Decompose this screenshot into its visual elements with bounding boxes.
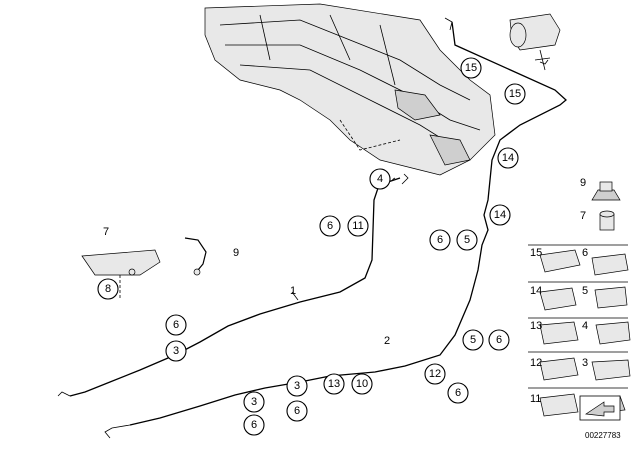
parts-list-12: 12 xyxy=(530,357,542,369)
callout-6: 6 xyxy=(447,382,469,404)
clip-thumbnails xyxy=(539,249,631,417)
svg-text:6: 6 xyxy=(437,234,443,246)
label-9: 9 xyxy=(233,247,239,259)
callout-6: 6 xyxy=(429,229,451,251)
callout-6: 6 xyxy=(319,215,341,237)
svg-text:6: 6 xyxy=(173,319,179,331)
svg-text:6: 6 xyxy=(251,419,257,431)
callout-14: 14 xyxy=(497,147,519,169)
svg-text:5: 5 xyxy=(470,334,476,346)
svg-text:14: 14 xyxy=(502,152,514,164)
svg-text:14: 14 xyxy=(494,209,506,221)
svg-text:6: 6 xyxy=(327,220,333,232)
callout-6: 6 xyxy=(165,314,187,336)
svg-text:6: 6 xyxy=(496,334,502,346)
svg-text:8: 8 xyxy=(105,283,111,295)
parts-list-9: 9 xyxy=(580,177,586,189)
parts-list-5: 5 xyxy=(582,285,588,297)
parts-list-6: 6 xyxy=(582,247,588,259)
callout-10: 10 xyxy=(351,373,373,395)
callout-8: 8 xyxy=(97,278,119,300)
callout-15: 15 xyxy=(460,57,482,79)
parts-list-13: 13 xyxy=(530,320,542,332)
canister-illustration xyxy=(509,13,561,71)
callout-11: 11 xyxy=(347,215,369,237)
svg-text:3: 3 xyxy=(251,396,257,408)
cap-7-illustration xyxy=(599,210,615,231)
label-7: 7 xyxy=(103,226,109,238)
callout-4: 4 xyxy=(369,168,391,190)
grommet-9-illustration xyxy=(591,181,621,201)
callout-3: 3 xyxy=(243,391,265,413)
callout-3: 3 xyxy=(286,375,308,397)
svg-text:11: 11 xyxy=(352,220,363,232)
parts-list-4: 4 xyxy=(582,320,588,332)
callout-12: 12 xyxy=(424,363,446,385)
callout-13: 13 xyxy=(323,373,345,395)
parts-list-3: 3 xyxy=(582,357,588,369)
callout-6: 6 xyxy=(286,400,308,422)
label-1: 1 xyxy=(290,285,296,297)
svg-text:15: 15 xyxy=(465,62,477,74)
svg-text:15: 15 xyxy=(509,88,521,100)
arrow-icon xyxy=(579,395,621,421)
svg-text:13: 13 xyxy=(328,378,340,390)
callout-6: 6 xyxy=(488,329,510,351)
callout-15: 15 xyxy=(504,83,526,105)
parts-list-14: 14 xyxy=(530,285,542,297)
svg-text:12: 12 xyxy=(429,368,441,380)
callout-6: 6 xyxy=(243,414,265,436)
svg-text:3: 3 xyxy=(294,380,300,392)
callout-5: 5 xyxy=(456,229,478,251)
parts-list-7: 7 xyxy=(580,210,586,222)
svg-text:10: 10 xyxy=(356,378,368,390)
parts-list-11: 11 xyxy=(530,393,541,405)
svg-text:3: 3 xyxy=(173,345,179,357)
svg-text:5: 5 xyxy=(464,234,470,246)
callout-3: 3 xyxy=(165,340,187,362)
label-2: 2 xyxy=(384,335,390,347)
heat-shield-illustration xyxy=(81,249,161,300)
callout-14: 14 xyxy=(489,204,511,226)
callout-5: 5 xyxy=(462,329,484,351)
svg-text:6: 6 xyxy=(294,405,300,417)
svg-text:6: 6 xyxy=(455,387,461,399)
document-number: 00227783 xyxy=(585,431,621,440)
fuel-tank-illustration xyxy=(204,3,496,176)
clip-9-illustration xyxy=(184,237,207,276)
svg-text:4: 4 xyxy=(377,173,383,185)
parts-list-15: 15 xyxy=(530,247,542,259)
